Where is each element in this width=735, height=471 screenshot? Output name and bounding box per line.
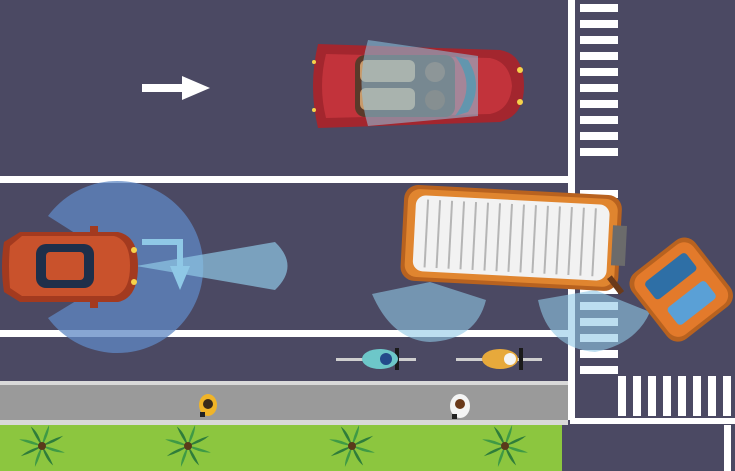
crosswalk-stripe — [580, 116, 618, 124]
palm-tree — [329, 424, 375, 468]
bus-sensor-left — [372, 282, 486, 342]
arrow-right-icon — [142, 76, 210, 100]
crosswalk-bottom — [618, 376, 731, 416]
bus-roof-slat — [447, 200, 454, 269]
bus-roof-slat — [459, 201, 466, 270]
cyclist-yellow — [456, 348, 542, 370]
turn-right-down-icon — [142, 239, 183, 272]
stop-line-bottom — [570, 418, 735, 424]
crosswalk-stripe — [580, 84, 618, 92]
crosswalk-stripe — [708, 376, 716, 416]
crosswalk-stripe — [580, 132, 618, 140]
bus-roof-slat — [591, 208, 597, 277]
crosswalk-stripe — [580, 100, 618, 108]
crosswalk-stripe — [580, 190, 618, 198]
grass — [0, 425, 562, 471]
bus-roof-slat — [495, 203, 502, 272]
bus-roof-slat — [579, 207, 585, 276]
sidewalk — [0, 383, 568, 421]
lane-line-lower — [0, 330, 570, 337]
bus-roof-slat — [567, 207, 573, 276]
bus-roof-slat — [471, 202, 478, 271]
bus-roof-slat — [519, 204, 525, 273]
crosswalk-stripe — [580, 20, 618, 28]
bus-roof-slat — [543, 205, 549, 274]
pedestrian-yellow — [199, 394, 217, 417]
orange-autonomous-car — [2, 226, 138, 308]
bus-roof-slat — [531, 205, 537, 274]
sidewalk-curb-top — [0, 381, 568, 385]
palm-tree — [482, 424, 528, 468]
pedestrian-white — [450, 394, 470, 419]
bus-roof-slat — [507, 203, 513, 272]
lidar-cone-icon — [136, 242, 288, 290]
bus-roof-slat — [483, 202, 490, 271]
crosswalk-stripe — [580, 68, 618, 76]
crosswalk-stripe — [580, 350, 618, 358]
bus-sensor-right — [538, 290, 650, 352]
crosswalk-stripe — [633, 376, 641, 416]
crosswalk-stripe — [580, 4, 618, 12]
bus-roof-slat — [555, 206, 561, 275]
palm-trees — [19, 424, 528, 468]
crosswalk-stripe — [580, 36, 618, 44]
crosswalk-stripe — [580, 52, 618, 60]
turn-arrow-head — [170, 266, 190, 290]
crosswalk-stripe — [618, 376, 626, 416]
crosswalk-stripe — [580, 366, 618, 374]
crosswalk-stripe — [663, 376, 671, 416]
orange-suv — [607, 237, 733, 342]
radar-360-icon — [48, 180, 204, 353]
crosswalk-top — [580, 4, 618, 156]
bus-roof-slat — [435, 200, 442, 269]
orange-bus — [400, 185, 627, 291]
crosswalk-stripe — [723, 376, 731, 416]
crosswalk-stripe — [678, 376, 686, 416]
intersection-line-right — [724, 425, 731, 471]
crosswalk-stripe — [648, 376, 656, 416]
convertible-sensor-cone — [361, 40, 478, 126]
lane-line-upper — [0, 176, 570, 183]
crosswalk-stripe — [580, 148, 618, 156]
crosswalk-stripe — [693, 376, 701, 416]
sidewalk-curb-bottom — [0, 420, 568, 425]
cyclist-teal — [336, 348, 416, 370]
palm-tree — [19, 424, 65, 468]
bus-roof-slat — [423, 199, 430, 268]
palm-tree — [165, 424, 211, 468]
